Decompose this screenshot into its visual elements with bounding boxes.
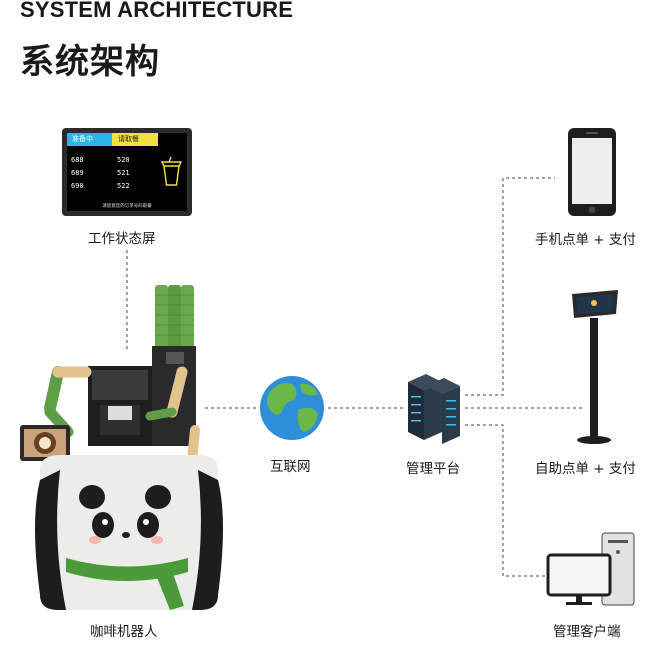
pickup-number: 521 xyxy=(117,169,130,177)
management-platform-label: 管理平台 xyxy=(406,461,460,477)
latte-tablet xyxy=(20,425,70,461)
line-platform-mobile xyxy=(465,177,555,396)
self-order-label: 自助点单 + 支付 xyxy=(535,461,636,477)
pickup-header: 请取餐 xyxy=(112,133,158,146)
status-screen: 准备中 请取餐 688 689 690 520 521 522 请留意您的订单号… xyxy=(62,128,192,216)
internet-label: 互联网 xyxy=(270,459,311,475)
coffee-robot-label: 咖啡机器人 xyxy=(90,624,158,640)
mobile-order-label: 手机点单 + 支付 xyxy=(535,232,636,248)
status-screen-display: 准备中 请取餐 688 689 690 520 521 522 请留意您的订单号… xyxy=(67,133,187,211)
preparing-number: 688 xyxy=(71,156,84,164)
panda-base xyxy=(35,455,223,610)
title-chinese: 系统架构 xyxy=(20,42,160,82)
pickup-number: 520 xyxy=(117,156,130,164)
pickup-number: 522 xyxy=(117,182,130,190)
admin-client-label: 管理客户端 xyxy=(553,624,621,640)
line-platform-admin xyxy=(465,424,548,577)
preparing-number: 690 xyxy=(71,182,84,190)
status-screen-label: 工作状态屏 xyxy=(88,231,156,247)
title-english: SYSTEM ARCHITECTURE xyxy=(20,0,294,22)
preparing-header: 准备中 xyxy=(67,133,112,146)
screen-footer-text: 请留意您的订单号码取餐 xyxy=(102,204,152,209)
preparing-number: 689 xyxy=(71,169,84,177)
cup-icon xyxy=(160,156,183,186)
